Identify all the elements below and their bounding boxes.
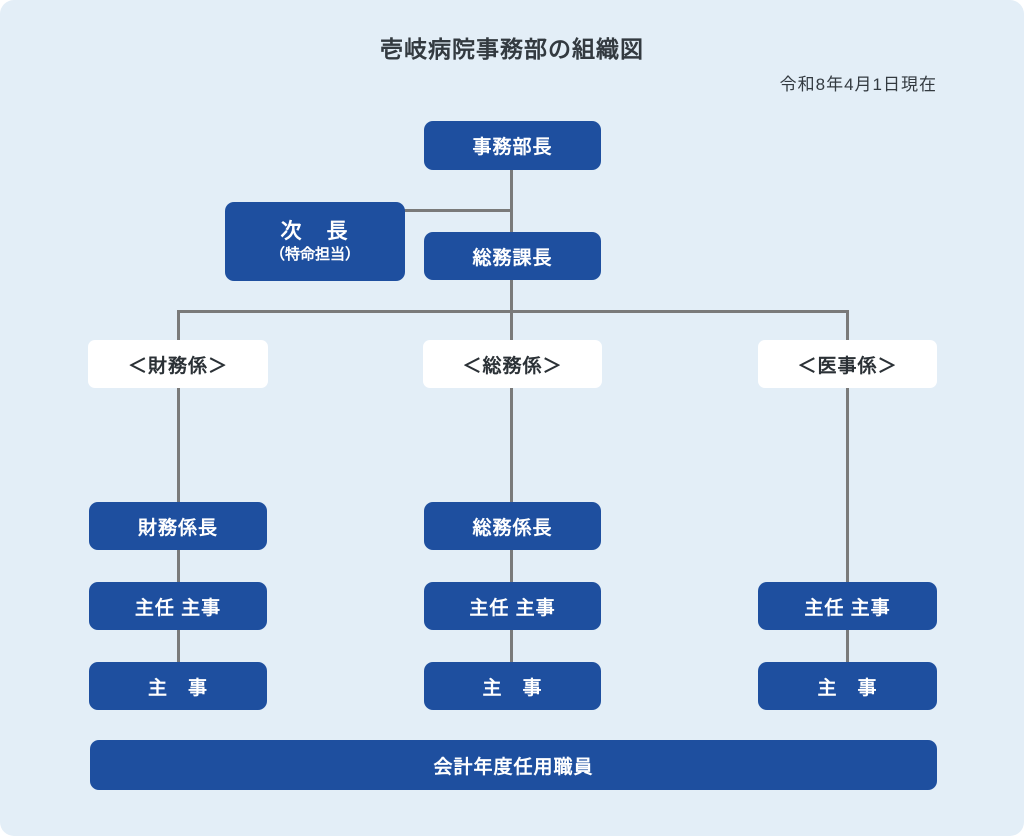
node-clerk-general-label: 主 事 <box>482 677 543 699</box>
connector-medical-column <box>846 310 849 664</box>
node-senior-clerk-general: 主任 主事 <box>424 582 601 630</box>
node-fiscal-year-staff: 会計年度任用職員 <box>90 740 937 790</box>
node-director-label: 事務部長 <box>472 137 553 158</box>
as-of-date: 令和8年4月1日現在 <box>779 75 937 94</box>
node-deputy-director: 次 長 （特命担当） <box>225 202 405 281</box>
node-general-subsection-chief: 総務係長 <box>424 502 601 550</box>
connector-director-to-chief <box>510 170 513 233</box>
section-label-finance-text: ＜財務係＞ <box>127 355 228 377</box>
page-title: 壱岐病院事務部の組織図 <box>380 36 644 62</box>
node-senior-clerk-finance-label: 主任 主事 <box>134 597 222 619</box>
node-clerk-general: 主 事 <box>424 662 601 710</box>
node-clerk-finance-label: 主 事 <box>147 677 208 699</box>
section-label-general: ＜総務係＞ <box>423 340 602 388</box>
connector-deputy-branch <box>403 209 511 212</box>
node-senior-clerk-general-label: 主任 主事 <box>469 597 556 619</box>
node-deputy-subtitle: （特命担当） <box>269 246 360 264</box>
node-clerk-medical: 主 事 <box>758 662 937 710</box>
node-finance-subsection-chief: 財務係長 <box>89 502 267 550</box>
section-label-finance: ＜財務係＞ <box>88 340 268 388</box>
connector-finance-column <box>177 310 180 664</box>
node-senior-clerk-medical: 主任 主事 <box>758 582 937 630</box>
section-label-medical-text: ＜医事係＞ <box>797 355 898 377</box>
node-general-affairs-section-chief: 総務課長 <box>424 232 601 280</box>
node-finance-subsection-chief-label: 財務係長 <box>137 517 218 539</box>
node-fiscal-year-staff-label: 会計年度任用職員 <box>433 756 594 778</box>
connector-chief-to-branch <box>510 280 513 312</box>
node-general-affairs-section-chief-label: 総務課長 <box>472 247 553 269</box>
node-senior-clerk-finance: 主任 主事 <box>89 582 267 630</box>
node-deputy-title: 次 長 <box>280 220 350 244</box>
connector-general-column <box>510 310 513 664</box>
node-senior-clerk-medical-label: 主任 主事 <box>804 597 891 619</box>
section-label-general-text: ＜総務係＞ <box>462 355 563 377</box>
node-clerk-finance: 主 事 <box>89 662 267 710</box>
node-general-subsection-chief-label: 総務係長 <box>472 517 553 539</box>
node-clerk-medical-label: 主 事 <box>817 677 878 699</box>
section-label-medical: ＜医事係＞ <box>758 340 937 388</box>
node-director: 事務部長 <box>424 121 601 170</box>
